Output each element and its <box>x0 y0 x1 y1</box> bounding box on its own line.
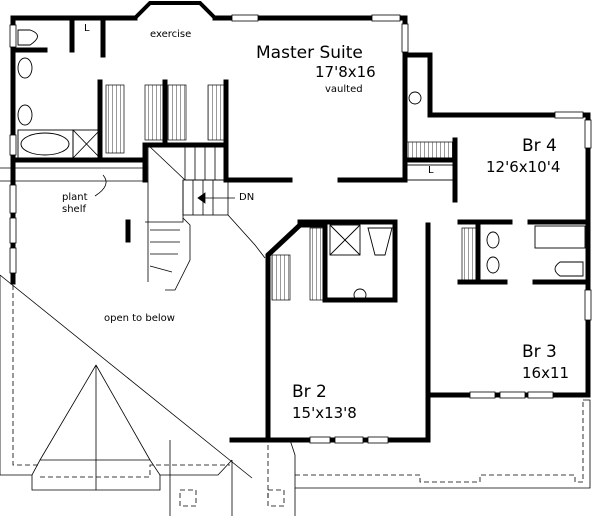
room-label-br4: Br 4 <box>522 136 557 156</box>
closets <box>105 84 479 301</box>
room-label-exercise: exercise <box>150 29 192 40</box>
label-stairs-down: DN <box>239 192 255 203</box>
toilet-icon <box>17 29 38 46</box>
sink-icon <box>17 57 33 79</box>
sink-icon <box>353 288 367 302</box>
label-shelf: shelf <box>62 204 86 215</box>
water-heater-icon <box>408 91 422 105</box>
room-label-master-suite: Master Suite <box>256 43 363 63</box>
windows <box>9 1 592 444</box>
roof-dashed <box>12 285 584 507</box>
room-label-br2: Br 2 <box>292 382 327 402</box>
sink-icon <box>17 104 33 126</box>
toilet-icon <box>367 227 393 256</box>
stairs <box>0 144 266 291</box>
label-linen-closet: L <box>428 165 434 176</box>
walls <box>10 15 591 443</box>
bathtub-icon <box>20 132 70 156</box>
room-note-vaulted: vaulted <box>325 84 363 95</box>
room-dim-master-suite: 17'8x16 <box>315 63 376 81</box>
label-open-to-below: open to below <box>104 313 175 324</box>
room-dim-br4: 12'6x10'4 <box>486 158 561 176</box>
room-dim-br2: 15'x13'8 <box>292 404 357 422</box>
label-plant: plant <box>62 192 88 203</box>
roof-outline <box>0 274 591 516</box>
leader-line <box>94 174 107 197</box>
label-linen-closet: L <box>84 23 90 34</box>
toilet-icon <box>554 261 584 277</box>
room-label-br3: Br 3 <box>522 342 557 362</box>
room-dim-br3: 16x11 <box>522 364 570 382</box>
bathtub-icon <box>534 225 586 249</box>
fixtures <box>17 29 586 302</box>
arrow-head-icon <box>197 192 206 204</box>
